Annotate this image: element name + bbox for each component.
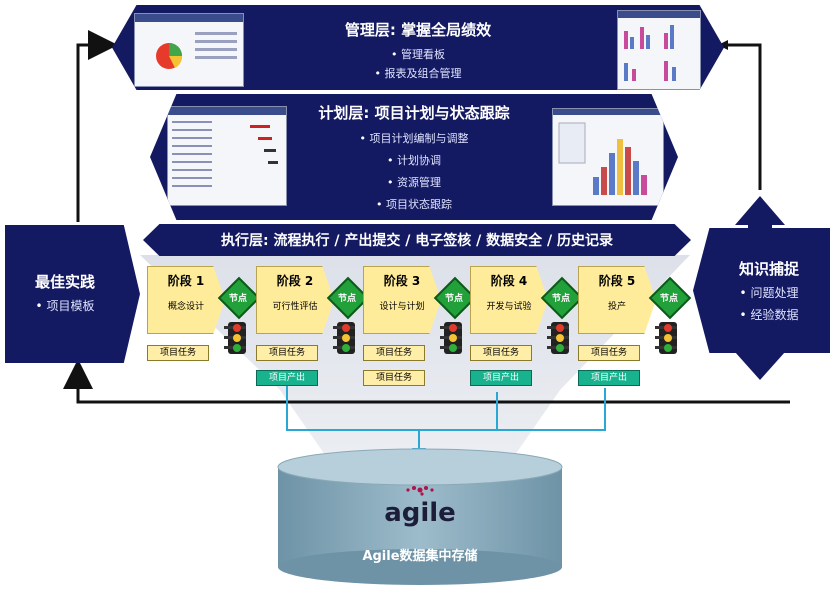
storage-label: Agile数据集中存储 bbox=[362, 549, 478, 564]
bullet-item: 项目状态跟踪 bbox=[314, 194, 514, 216]
stage-box: 阶段 4 开发与试验 bbox=[470, 266, 548, 334]
stage-name: 投产 bbox=[607, 302, 626, 312]
bullet-item: 经验数据 bbox=[719, 304, 819, 326]
traffic-light-icon bbox=[655, 322, 677, 354]
bullet-item: 项目模板 bbox=[15, 297, 115, 316]
traffic-light-icon bbox=[547, 322, 569, 354]
stage-box: 阶段 3 设计与计划 bbox=[363, 266, 441, 334]
best-practice-panel: 最佳实践 项目模板 bbox=[5, 225, 140, 363]
stage-name: 开发与试验 bbox=[486, 302, 532, 312]
milestone-node-label: 节点 bbox=[228, 294, 247, 304]
gantt-thumbnail bbox=[167, 106, 287, 206]
stage-box: 阶段 2 可行性评估 bbox=[256, 266, 334, 334]
report-thumbnail bbox=[617, 10, 701, 90]
stage-box: 阶段 1 概念设计 bbox=[147, 266, 225, 334]
management-bullets: 管理看板 报表及组合管理 bbox=[312, 45, 524, 83]
traffic-light-icon bbox=[440, 322, 462, 354]
project-task-tag: 项目任务 bbox=[363, 345, 425, 361]
project-task-tag: 项目任务 bbox=[578, 345, 640, 361]
project-task-tag: 项目任务 bbox=[147, 345, 209, 361]
milestone-node-label: 节点 bbox=[444, 294, 463, 304]
project-output-tag: 项目产出 bbox=[256, 370, 318, 386]
bullet-item: 管理看板 bbox=[312, 45, 524, 64]
planning-layer: 计划层: 项目计划与状态跟踪 项目计划编制与调整 计划协调 资源管理 项目状态跟… bbox=[150, 94, 678, 220]
project-output-tag: 项目产出 bbox=[470, 370, 532, 386]
bullet-item: 问题处理 bbox=[719, 282, 819, 304]
bullet-item: 报表及组合管理 bbox=[312, 64, 524, 83]
stage-title: 阶段 2 bbox=[276, 274, 314, 288]
knowledge-title: 知识捕捉 bbox=[738, 260, 799, 278]
stage-name: 可行性评估 bbox=[272, 302, 318, 312]
knowledge-bullets: 问题处理 经验数据 bbox=[719, 282, 819, 326]
knowledge-panel: 知识捕捉 问题处理 经验数据 bbox=[693, 228, 830, 353]
planning-bullets: 项目计划编制与调整 计划协调 资源管理 项目状态跟踪 bbox=[314, 128, 514, 216]
histogram-thumbnail bbox=[552, 108, 664, 206]
milestone-node-label: 节点 bbox=[659, 294, 678, 304]
stage-title: 阶段 3 bbox=[383, 274, 421, 288]
best-practice-bullets: 项目模板 bbox=[15, 297, 115, 316]
traffic-light-icon bbox=[224, 322, 246, 354]
stage-title: 阶段 5 bbox=[598, 274, 636, 288]
project-task-tag: 项目任务 bbox=[256, 345, 318, 361]
execution-layer: 执行层: 流程执行 / 产出提交 / 电子签核 / 数据安全 / 历史记录 bbox=[143, 224, 691, 256]
project-output-tag: 项目产出 bbox=[578, 370, 640, 386]
best-practice-title: 最佳实践 bbox=[34, 273, 95, 291]
traffic-light-icon bbox=[333, 322, 355, 354]
planning-title: 计划层: 项目计划与状态跟踪 bbox=[318, 104, 510, 122]
agile-logo: agile bbox=[360, 482, 480, 532]
bullet-item: 项目计划编制与调整 bbox=[314, 128, 514, 150]
stage-name: 设计与计划 bbox=[379, 302, 425, 312]
management-title: 管理层: 掌握全局绩效 bbox=[344, 21, 492, 39]
agile-logo-text: agile bbox=[384, 498, 456, 528]
project-task-tag: 项目任务 bbox=[363, 370, 425, 386]
bullet-item: 资源管理 bbox=[314, 172, 514, 194]
stage-box: 阶段 5 投产 bbox=[578, 266, 656, 334]
management-layer: 管理层: 掌握全局绩效 管理看板 报表及组合管理 bbox=[112, 5, 724, 90]
project-task-tag: 项目任务 bbox=[470, 345, 532, 361]
stage-title: 阶段 1 bbox=[167, 274, 205, 288]
dashboard-thumbnail bbox=[134, 13, 244, 87]
milestone-node-label: 节点 bbox=[551, 294, 570, 304]
stage-title: 阶段 4 bbox=[490, 274, 528, 288]
stage-name: 概念设计 bbox=[167, 302, 204, 312]
execution-title: 执行层: 流程执行 / 产出提交 / 电子签核 / 数据安全 / 历史记录 bbox=[221, 233, 613, 249]
milestone-node-label: 节点 bbox=[337, 294, 356, 304]
bullet-item: 计划协调 bbox=[314, 150, 514, 172]
agile-logo-mark bbox=[406, 486, 434, 496]
